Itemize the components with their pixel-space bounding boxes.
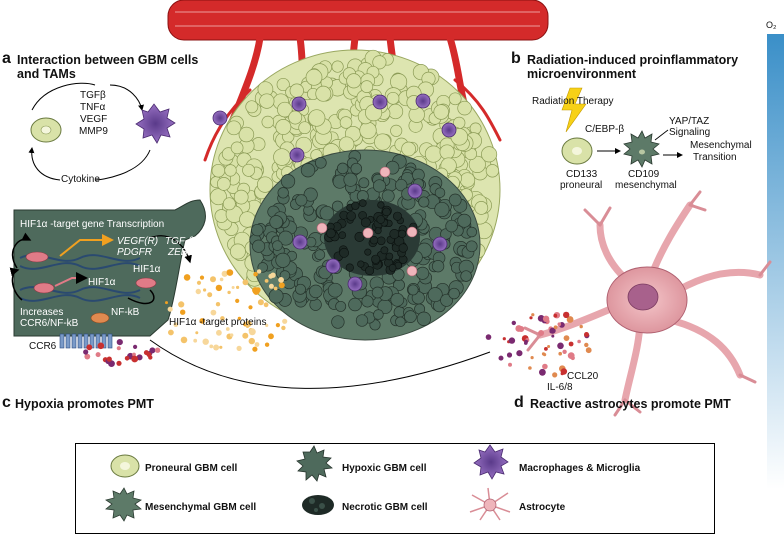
nfkb-label: NF-kB [111,307,140,318]
legend-macrophage-label: Macrophages & Microglia [519,463,641,474]
factor-tgfb: TGFβ [80,90,106,101]
legend-mesenchymal-label: Mesenchymal GBM cell [145,502,257,513]
factor-vegf: VEGF [80,114,108,125]
panel-a-letter: a [2,50,11,67]
gene-transcription-label: HIF1α -target gene Transcription [20,219,165,230]
il-label: IL-6/8 [547,382,573,393]
yap-label-1: YAP/TAZ [669,116,710,127]
legend-icons [105,444,511,522]
cd109-label-1: CD109 [628,169,660,180]
panel-d-letter: d [514,394,524,411]
legend: Proneural GBM cell Hypoxic GBM cell Macr… [75,443,715,534]
panel-c-letter: c [2,394,11,411]
hif1a-dna-label: HIF1α [88,277,116,288]
ccl20-label: CCL20 [567,371,599,382]
radiation-label: Radiation Therapy [532,96,614,107]
cd109-label-2: mesenchymal [615,180,677,191]
hypoxic-cell-icon [296,445,333,482]
legend-proneural-label: Proneural GBM cell [145,463,238,474]
tgfb-label: TGF-β [165,236,195,247]
oxygen-label: O₂ [766,20,777,30]
cytokine-label: Cytokine [61,174,100,185]
hif1a-protein-label: HIF1α [133,264,161,275]
zeb1-label: ZEB1 [168,247,194,258]
cd133-label-1: CD133 [566,169,598,180]
connecting-arc [149,339,491,389]
necrotic-cell-icon [302,495,334,515]
increases-label-2: CCR6/NF-kB [20,318,79,329]
panel-d-title: Reactive astrocytes promote PMT [530,397,731,411]
panel-b-diagram [561,87,683,168]
cebp-label: C/EBP-β [585,124,625,135]
panel-b-title-1: Radiation-induced proinflammatory [527,53,739,67]
legend-astrocyte-label: Astrocyte [519,502,566,513]
factor-tnfa: TNFα [80,102,106,113]
panel-b-letter: b [511,50,521,67]
increases-label-1: Increases [20,307,64,318]
cd133-label-2: proneural [560,180,603,191]
astrocyte-icon [469,487,511,521]
pdgfr-label: PDGFR [117,247,152,258]
panel-a-diagram [28,82,176,181]
panel-c-diagram [9,199,288,367]
mesenchymal-cell-b-icon [623,130,660,168]
astrocyte-large [485,190,772,417]
macrophage-icon-a [135,103,176,144]
legend-hypoxic-label: Hypoxic GBM cell [342,463,427,474]
panel-a-title-1: Interaction between GBM cells [17,53,199,67]
radiation-bolt-icon [561,87,587,133]
mesenchymal-cell-icon [105,487,142,522]
legend-necrotic-label: Necrotic GBM cell [342,502,428,513]
ccr6-receptors [59,333,113,349]
factor-mmp9: MMP9 [79,126,108,137]
transition-label-1: Mesenchymal [690,140,752,151]
yap-label-2: Signaling [669,127,711,138]
panel-a-title-2: and TAMs [17,67,76,81]
tumor-mass [209,49,501,341]
transition-label-2: Transition [693,152,737,163]
panel-b-title-2: microenvironment [527,67,637,81]
ccr6-label: CCR6 [29,341,57,352]
vegfr-label: VEGF(R) [117,236,159,247]
panel-c-title: Hypoxia promotes PMT [15,397,154,411]
oxygen-gradient-bar [767,34,784,489]
macrophage-icon [473,444,509,480]
target-proteins-label: HIF1α -target proteins [169,317,267,328]
